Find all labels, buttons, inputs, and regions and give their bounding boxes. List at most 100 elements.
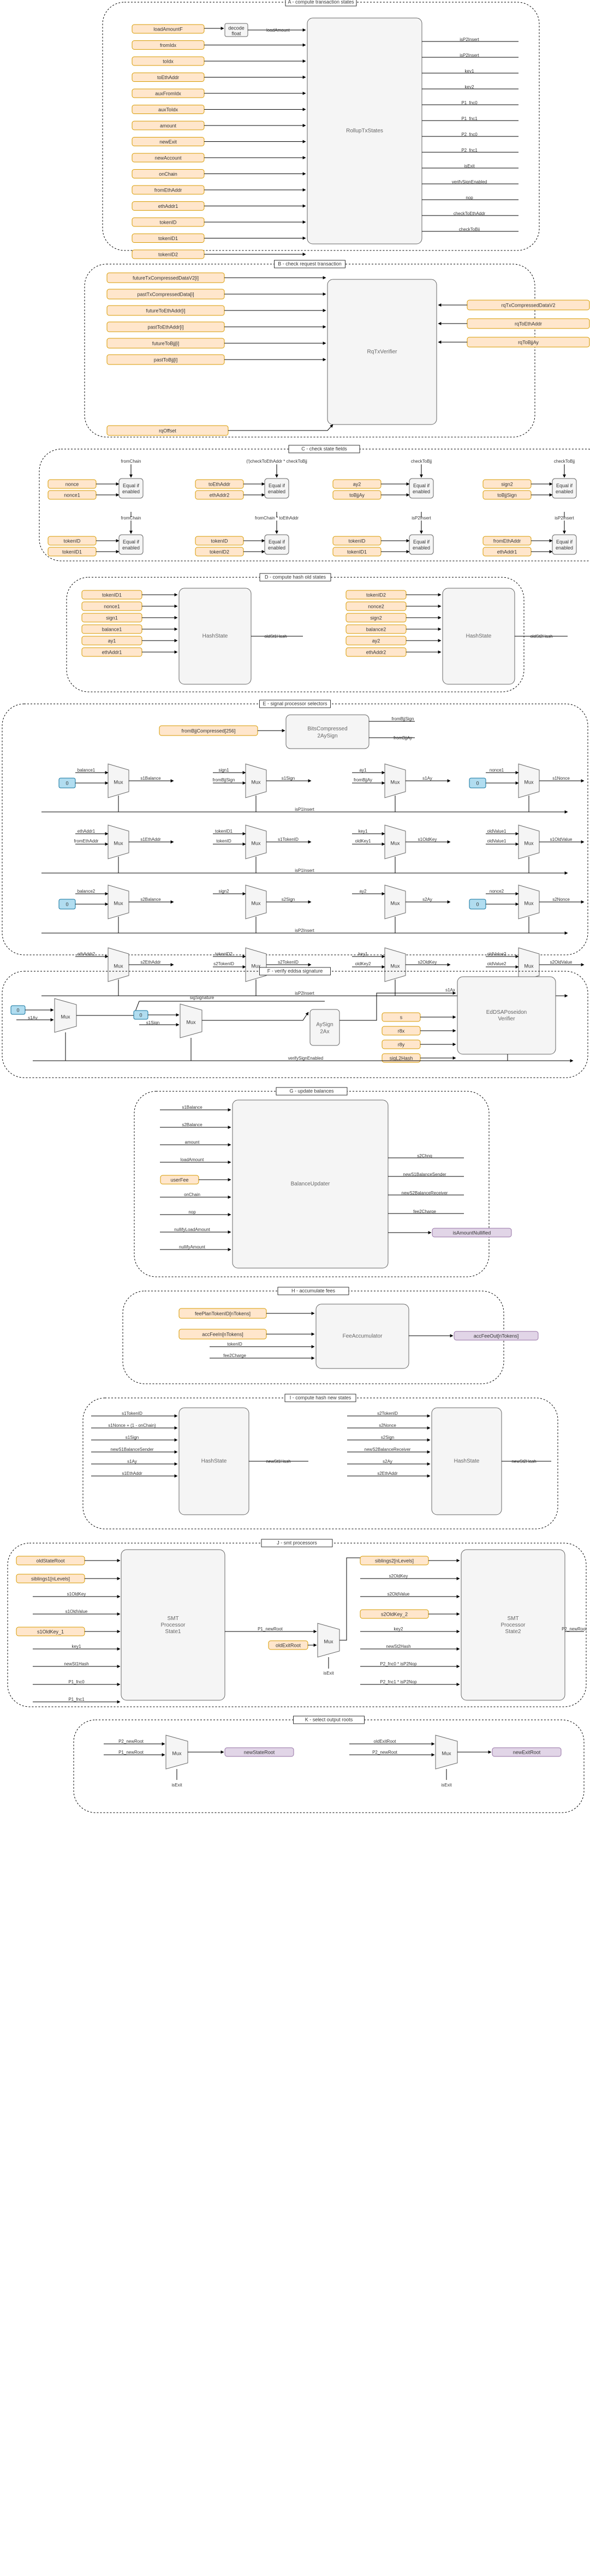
section-i-title: I - compute hash new states — [290, 1395, 351, 1400]
j-right-input-4: key2 — [394, 1627, 403, 1631]
e-in-a-3-2: key1 — [359, 952, 368, 957]
a-output-11: checkToEthAddr — [454, 211, 486, 216]
section-i-frame — [82, 1397, 558, 1529]
e-selector-3: isP2Insert — [295, 991, 314, 996]
e-in-b-0-2: fromBjjAy — [354, 778, 372, 782]
e-in-b-0-1: fromBjjSign — [213, 778, 235, 782]
e-in-a-1-0: ethAddr1 — [78, 829, 96, 834]
k-left-out — [224, 1747, 294, 1757]
j-right-input-1: s2OldKey — [389, 1574, 408, 1579]
j-old-exit-root-text: oldExitRoot — [276, 1642, 301, 1648]
a-rollup-tx-states — [307, 17, 422, 244]
e-mux-2-1-text: Mux — [251, 900, 261, 906]
j-mux-text: Mux — [324, 1639, 333, 1644]
g-input-5: onChain — [184, 1192, 200, 1197]
a-output-0: isP2Insert — [460, 37, 479, 42]
section-b-title: B - check request transaction — [278, 261, 342, 266]
c-eq-bottom-2 — [409, 534, 434, 555]
c-eq-top-2 — [409, 478, 434, 499]
j-isexit: isExit — [323, 1671, 334, 1676]
a-input-tokenID1-text: tokenID1 — [158, 236, 178, 241]
f-const-text-1: 0 — [16, 1007, 19, 1013]
c-eq-top-3-text-line: Equal if — [556, 483, 573, 488]
b-input-right-2-text: rqToBjjAy — [518, 339, 539, 345]
j-mux-out — [339, 1557, 360, 1641]
c-eq-bottom-1-text-line: Equal if — [269, 539, 285, 545]
d-right-input-2-text: sign2 — [370, 615, 382, 620]
a-input-newAccount-text: newAccount — [154, 155, 182, 160]
c-top-a-3-text: sign2 — [501, 481, 513, 487]
j-left-input-8: P1_fnc1 — [68, 1697, 85, 1702]
k-isexit-1: isExit — [171, 1783, 182, 1788]
section-k-title-box — [293, 1716, 365, 1724]
d-hash-state-1-text: HashState — [202, 633, 228, 639]
e-out-1-0: s1EthAddr — [140, 837, 161, 842]
h-out-box — [454, 1331, 539, 1341]
section-e-title: E - signal processor selectors — [263, 701, 327, 706]
e-mux-2-1 — [245, 884, 267, 919]
d-left-input-5-text: ethAddr1 — [102, 649, 122, 655]
e-out-0-3: s1Nonce — [552, 776, 570, 781]
c-eq-bottom-3 — [552, 534, 577, 555]
section-j-title: J - smt processors — [277, 1540, 317, 1545]
e-mux-3-2 — [384, 947, 406, 982]
a-input-amount-text: amount — [160, 123, 177, 128]
d-right-input-3-text: balance2 — [366, 626, 386, 632]
c-eq-bottom-2-text-line: enabled — [413, 545, 430, 551]
e-out-1-2: s1OldKey — [418, 837, 437, 842]
k-right-input-1: P2_newRoot — [372, 1750, 398, 1755]
f-s1ay-in: s1Ay — [28, 1015, 38, 1020]
e-mux-1-0 — [108, 824, 129, 859]
c-eq-top-0-text-line: enabled — [122, 489, 140, 494]
h-input-1-text: accFeeIn[nTokens] — [202, 1331, 243, 1337]
e-in-a-0-2: ay1 — [360, 768, 367, 773]
a-input-ethAddr1-text: ethAddr1 — [158, 204, 178, 209]
c-eq-bottom-1-text-line: enabled — [268, 545, 285, 551]
h-fee-accumulator — [315, 1304, 409, 1369]
e-mux-2-0 — [108, 884, 129, 919]
e-mux-2-0-text: Mux — [114, 900, 123, 906]
c-top-label-1: (!)checkToEthAddr * checkToBjj — [246, 459, 307, 464]
e-in-a-3-3: oldValue2 — [487, 952, 507, 957]
f-eddsa-verifier-text-line: Verifier — [498, 1016, 515, 1022]
a-output-1: isP2Insert — [460, 53, 479, 58]
g-input-3: loadAmount — [181, 1157, 204, 1162]
e-in-b-3-2: oldKey2 — [355, 961, 371, 966]
b-input-left-5-text: pastToBjj[i] — [154, 357, 178, 362]
section-e-frame — [2, 703, 588, 955]
c-eq-top-3-text-line: enabled — [556, 489, 573, 494]
b-input-right-0-text: rqTxCompressedDataV2 — [501, 302, 555, 308]
e-out-1-3: s1OldValue — [550, 837, 573, 842]
e-in-a-0-3: nonce1 — [490, 768, 504, 773]
j-right-input-6: P2_fnc0 * isP2Nop — [380, 1661, 417, 1666]
e-input-box-text: fromBjjCompressed[256] — [181, 728, 235, 733]
a-output-4: P1_fnc0 — [461, 100, 478, 105]
section-d-title-box — [259, 573, 331, 582]
e-out-3-3: s2OldValue — [550, 960, 573, 965]
f-aysign-block — [309, 1009, 340, 1046]
c-eq-bottom-3-text-line: Equal if — [556, 539, 573, 545]
section-k-title: K - select output roots — [305, 1717, 353, 1722]
g-balance-updater-text: BalanceUpdater — [291, 1181, 330, 1187]
e-mux-1-3 — [518, 824, 540, 859]
e-mux-2-2-text: Mux — [390, 900, 400, 906]
a-output-3: key2 — [465, 85, 474, 89]
e-in-b-1-0: fromEthAddr — [74, 839, 99, 844]
f-aysign-text-1: AySign — [316, 1022, 333, 1028]
section-j-frame — [7, 1543, 587, 1707]
c-eq-bottom-3-text-line: enabled — [556, 545, 573, 551]
j-right-input-5: newSt2Hash — [386, 1644, 410, 1649]
f-const-text-2: 0 — [139, 1012, 142, 1018]
d-right-input-1-text: nonce2 — [368, 603, 384, 609]
i-hash-state-1-text: HashState — [201, 1459, 227, 1465]
k-right-out-text: newExitRoot — [513, 1749, 541, 1755]
d-left-input-0-text: tokenID1 — [102, 592, 122, 597]
f-input-3-text: sigL2Hash — [390, 1055, 413, 1061]
e-selector-1: isP1Insert — [295, 868, 314, 873]
e-const-text-0-3: 0 — [476, 780, 479, 786]
b-rq-offset-conn — [228, 424, 333, 431]
a-output-12: checkToBjj — [459, 227, 480, 232]
e-mux-0-3-text: Mux — [524, 779, 534, 785]
